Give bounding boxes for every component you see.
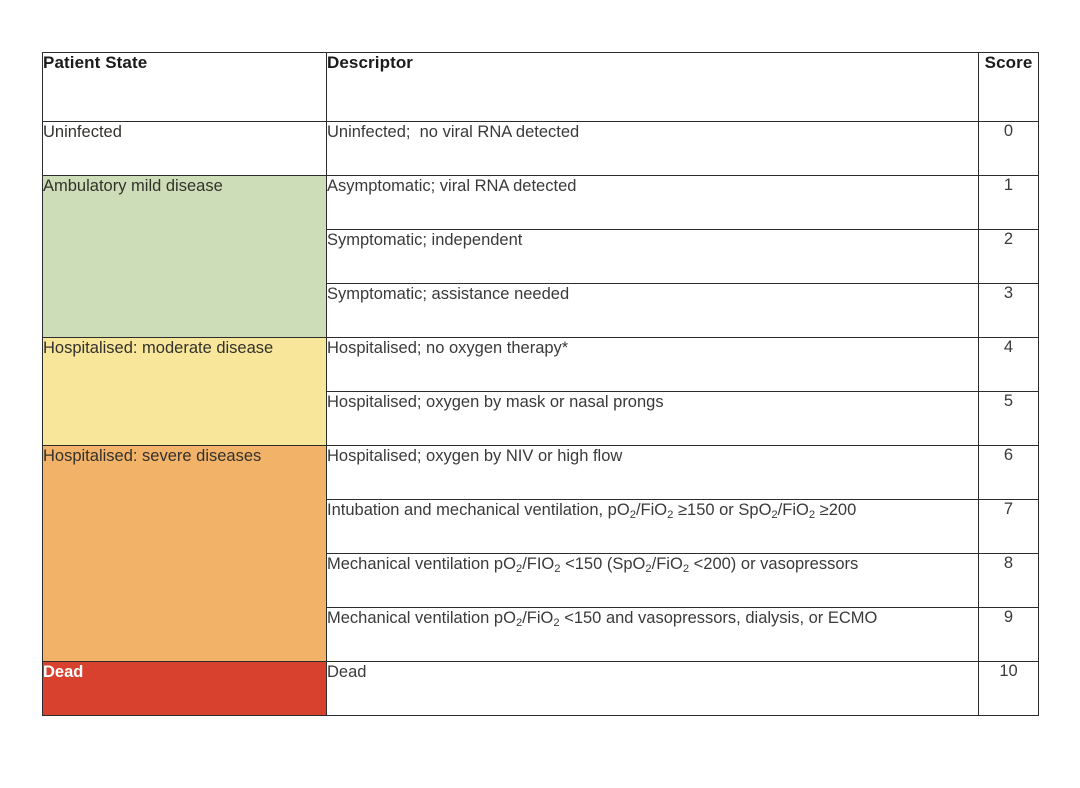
descriptor-cell: Symptomatic; assistance needed [326, 283, 979, 338]
table-row: Ambulatory mild disease Asymptomatic; vir… [42, 175, 1039, 338]
score-cell: 10 [978, 661, 1039, 716]
score-cell: 9 [978, 607, 1039, 662]
table-row: Hospitalised: severe diseases Hospitalise… [42, 445, 1039, 662]
descriptor-cell: Mechanical ventilation pO2/FIO2 <150 (Sp… [326, 553, 979, 608]
table-row: Hospitalised; oxygen by mask or nasal pr… [43, 391, 1039, 446]
descriptor-text: Intubation and mechanical ventilation, p… [327, 501, 857, 522]
descriptor-cell: Hospitalised; oxygen by mask or nasal pr… [326, 391, 979, 446]
descriptor-text: Uninfected; no viral RNA detected [327, 123, 580, 141]
descriptor-cell: Mechanical ventilation pO2/FiO2 <150 and… [326, 607, 979, 662]
descriptor-cell: Uninfected; no viral RNA detected [326, 121, 979, 176]
score-value: 1 [1003, 176, 1014, 194]
score-value: 9 [1003, 608, 1014, 626]
patient-state-cell-dead: Dead [42, 661, 327, 716]
score-cell: 8 [978, 553, 1039, 608]
patient-state-label: Ambulatory mild disease [43, 177, 223, 195]
clinical-progression-scale-table: Patient State Descriptor Score Uninfecte… [42, 52, 1039, 716]
score-value: 6 [1003, 446, 1014, 464]
descriptor-cell: Dead [326, 661, 979, 716]
descriptor-text: Dead [327, 663, 367, 681]
descriptor-text: Asymptomatic; viral RNA detected [327, 177, 577, 195]
descriptor-cell: Hospitalised; oxygen by NIV or high flow [326, 445, 979, 500]
score-value: 10 [999, 662, 1018, 680]
patient-state-cell-hospitalised-severe-diseases: Hospitalised: severe diseases [42, 445, 327, 662]
table-row: Uninfected Uninfected; no viral RNA detec… [42, 121, 1039, 176]
score-value: 3 [1003, 284, 1014, 302]
column-header-descriptor: Descriptor [326, 52, 979, 122]
column-header-score: Score [978, 52, 1039, 122]
score-cell: 0 [978, 121, 1039, 176]
table-row: Dead Dead 10 [42, 661, 1039, 716]
score-cell: 6 [978, 445, 1039, 500]
table-row: Symptomatic; independent 2 [43, 229, 1039, 284]
descriptor-text: Hospitalised; oxygen by NIV or high flow [327, 447, 623, 465]
score-value: 4 [1003, 338, 1014, 356]
descriptor-text: Hospitalised; no oxygen therapy* [327, 339, 569, 357]
score-value: 8 [1003, 554, 1014, 572]
descriptor-cell: Symptomatic; independent [326, 229, 979, 284]
patient-state-label: Hospitalised: severe diseases [43, 447, 262, 465]
descriptor-cell: Asymptomatic; viral RNA detected [326, 175, 979, 230]
score-value: 0 [1003, 122, 1014, 140]
patient-state-label: Uninfected [43, 123, 122, 141]
score-cell: 5 [978, 391, 1039, 446]
descriptor-text: Mechanical ventilation pO2/FiO2 <150 and… [327, 609, 878, 630]
patient-state-label: Dead [43, 663, 84, 681]
score-cell: 2 [978, 229, 1039, 284]
table-row: Symptomatic; assistance needed 3 [43, 283, 1039, 338]
patient-state-label: Hospitalised: moderate disease [43, 339, 274, 357]
descriptor-text: Symptomatic; independent [327, 231, 523, 249]
table-body: Uninfected Uninfected; no viral RNA detec… [42, 121, 1039, 716]
table-row: Mechanical ventilation pO2/FIO2 <150 (Sp… [43, 553, 1039, 608]
descriptor-text: Mechanical ventilation pO2/FIO2 <150 (Sp… [327, 555, 859, 576]
score-value: 7 [1003, 500, 1014, 518]
column-header-patient-state: Patient State [42, 52, 327, 122]
patient-state-cell-uninfected: Uninfected [42, 121, 327, 176]
patient-state-cell-hospitalised-moderate-disease: Hospitalised: moderate disease [42, 337, 327, 446]
score-cell: 7 [978, 499, 1039, 554]
score-cell: 3 [978, 283, 1039, 338]
score-value: 2 [1003, 230, 1014, 248]
score-cell: 4 [978, 337, 1039, 392]
table-row: Intubation and mechanical ventilation, p… [43, 499, 1039, 554]
header-row: Patient State Descriptor Score [42, 52, 1039, 122]
table-header: Patient State Descriptor Score [42, 52, 1039, 122]
table-row: Mechanical ventilation pO2/FiO2 <150 and… [43, 607, 1039, 662]
descriptor-text: Symptomatic; assistance needed [327, 285, 570, 303]
descriptor-cell: Intubation and mechanical ventilation, p… [326, 499, 979, 554]
score-cell: 1 [978, 175, 1039, 230]
score-value: 5 [1003, 392, 1014, 410]
descriptor-text: Hospitalised; oxygen by mask or nasal pr… [327, 393, 664, 411]
descriptor-cell: Hospitalised; no oxygen therapy* [326, 337, 979, 392]
patient-state-cell-ambulatory-mild-disease: Ambulatory mild disease [42, 175, 327, 338]
